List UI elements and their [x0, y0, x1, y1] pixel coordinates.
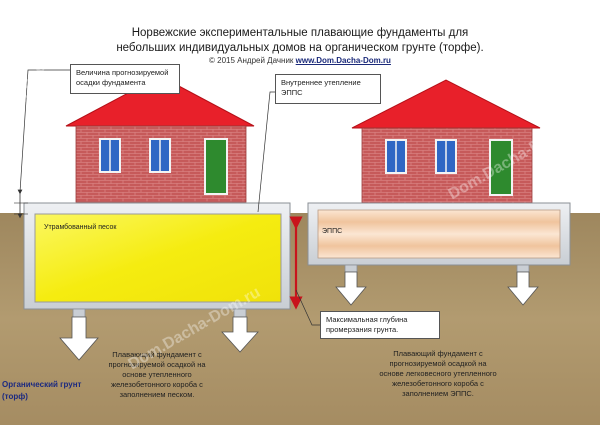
- callout-frost-depth: Максимальная глубина промерзания грунта.: [320, 311, 440, 339]
- left-description: Плавающий фундамент с прогнозируемой оса…: [108, 350, 206, 399]
- left-sand-fill: [34, 213, 282, 303]
- left-settle-arrow-1: [59, 316, 99, 361]
- right-settle-arrow-1: [335, 271, 367, 306]
- frost-depth-arrow: [289, 216, 320, 326]
- title-line-2: небольших индивидуальных домов на органи…: [116, 42, 484, 54]
- insulation-leader: [257, 91, 275, 213]
- callout-settlement: Величина прогнозируемой осадки фундамент…: [70, 64, 180, 94]
- right-house: [351, 79, 541, 204]
- left-foundation: [23, 202, 291, 361]
- right-settle-arrow-2: [507, 271, 539, 306]
- callout-inner-insulation: Внутреннее утепление ЭППС: [275, 74, 381, 104]
- right-door: [489, 139, 513, 196]
- left-settle-arrow-2: [221, 316, 259, 353]
- left-house: [65, 75, 255, 203]
- right-fill-label: ЭППС: [322, 228, 343, 235]
- right-foundation: [307, 202, 571, 306]
- copyright-author: © 2015 Андрей Дачник: [209, 56, 294, 65]
- left-door: [204, 138, 228, 195]
- soil-label: Органический грунт (торф): [2, 380, 82, 401]
- title-line-1: Норвежские экспериментальные плавающие ф…: [131, 27, 469, 39]
- left-fill-label: Утрамбованный песок: [44, 224, 117, 231]
- copyright: © 2015 Андрей Дачник www.Dom.Dacha-Dom.r…: [120, 56, 480, 65]
- settlement-dimension: [14, 69, 70, 219]
- copyright-site-link[interactable]: www.Dom.Dacha-Dom.ru: [295, 56, 391, 65]
- right-epps-fill: [317, 209, 561, 259]
- right-description: Плавающий фундамент с прогнозируемой оса…: [379, 349, 497, 398]
